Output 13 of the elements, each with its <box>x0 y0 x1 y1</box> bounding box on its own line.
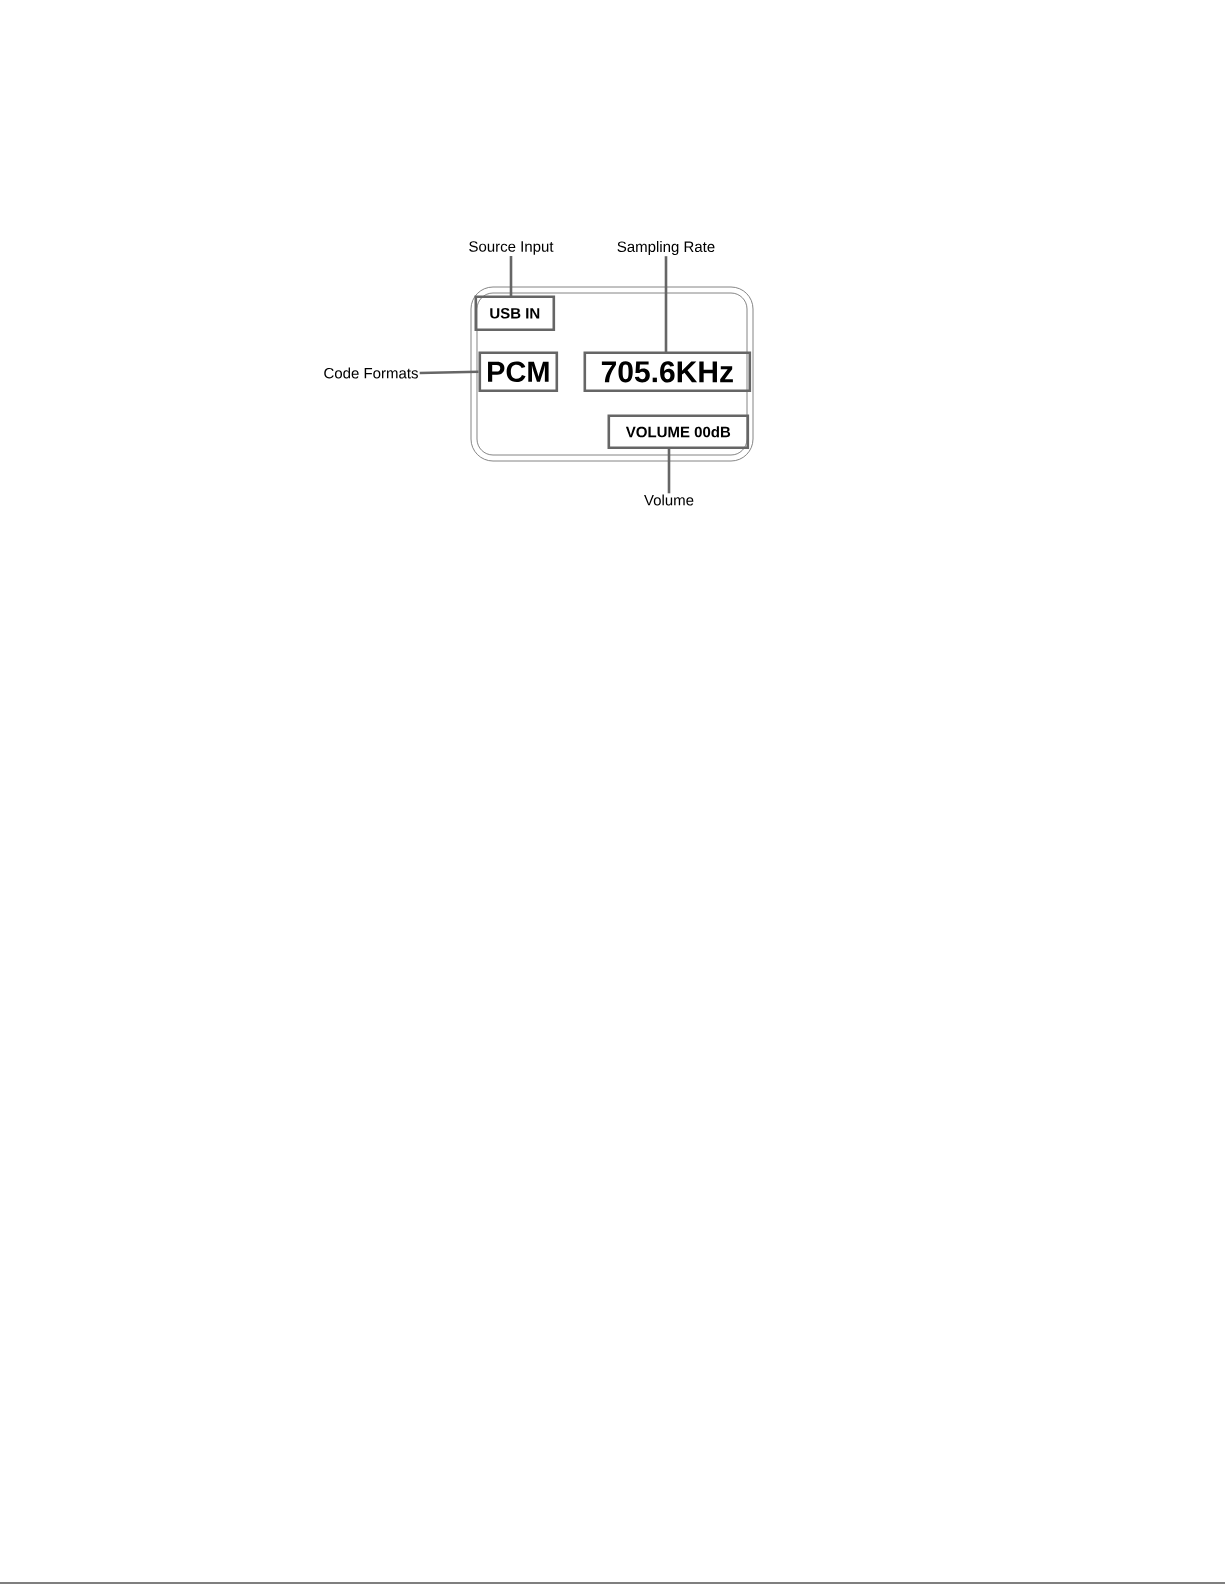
display-field: USB IN <box>474 295 556 332</box>
display-field: PCM <box>478 351 559 393</box>
leader-line <box>419 370 479 375</box>
display-panel <box>470 286 754 462</box>
callout-label: Code Formats <box>324 367 418 379</box>
display-field: VOLUME 00dB <box>607 414 750 450</box>
leader-line <box>667 449 671 494</box>
callout-label: Source Input <box>469 241 554 255</box>
callout-label: Sampling Rate <box>617 241 715 255</box>
leader-line <box>509 256 513 296</box>
callout-label: Volume <box>644 494 694 506</box>
leader-line <box>664 256 668 352</box>
display-field: 705.6KHz <box>583 351 752 393</box>
